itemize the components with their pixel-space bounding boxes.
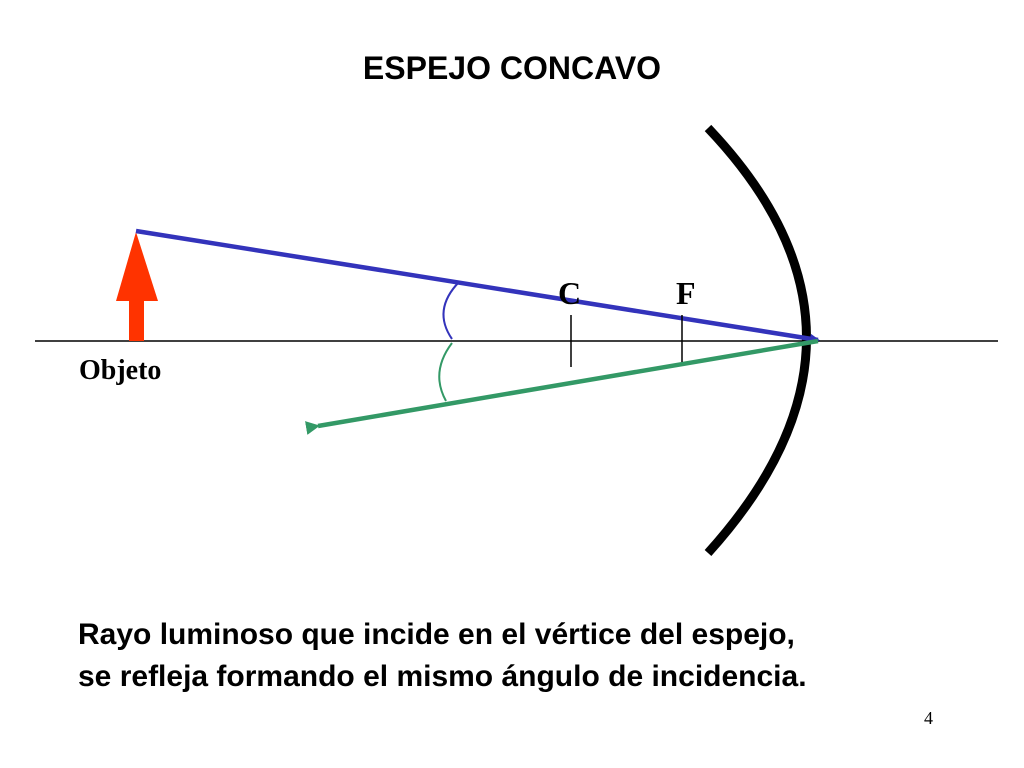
caption-line-2: se refleja formando el mismo ángulo de i… [78,660,807,693]
caption: Rayo luminoso que incide en el vértice d… [78,614,998,698]
page-number: 4 [924,708,933,728]
center-label: C [558,275,581,311]
slide-title: ESPEJO CONCAVO [362,50,662,86]
reflection-angle-arc [438,342,453,402]
object-arrow [116,232,158,341]
incident-ray [135,228,820,344]
incidence-angle-arc [442,281,460,340]
caption-line-1: Rayo luminoso que incide en el vértice d… [78,618,795,651]
reflected-ray [304,338,819,435]
focus-label: F [676,275,696,311]
object-label: Objeto [79,355,161,386]
